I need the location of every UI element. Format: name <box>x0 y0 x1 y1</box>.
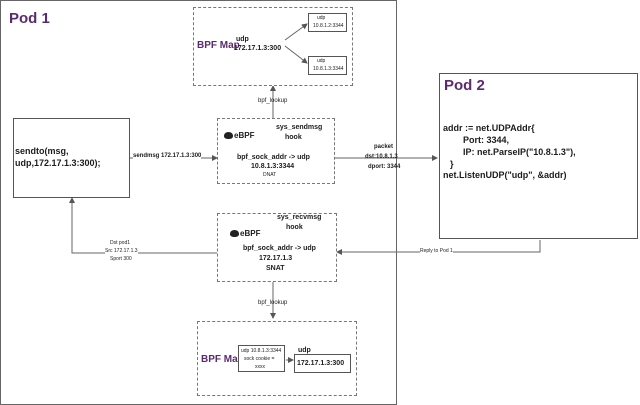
bpf-map-bottom-key: udp 10.8.1.3:3344 sock cookie = xxxx <box>238 345 285 372</box>
pod2-container <box>439 73 638 239</box>
bpf-map-bottom-label: BPF Map <box>201 354 244 365</box>
recvmsg-hook-box <box>217 213 337 282</box>
packet-dst: dst:10.8.1.3 <box>365 154 398 160</box>
dst-pod1-edge <box>69 197 217 254</box>
pod2-code-2: Port: 3344, <box>463 135 510 145</box>
packet-label: packet <box>374 144 394 150</box>
bee-icon <box>230 230 239 238</box>
recvmsg-body-2: 172.17.1.3 <box>259 255 293 262</box>
sendmsg-label: sendmsg 172.17.1.3:300 <box>133 153 202 159</box>
bpf-map-top-key-addr: 172.17.1.3:300 <box>234 45 282 52</box>
dst-pod1-label-1: Dst pod1 <box>110 240 131 246</box>
bpf-map-top-entry-2: udp 10.8.1.3:3344 <box>308 56 347 75</box>
sendmsg-hook-word: hook <box>285 134 302 141</box>
entry-1-proto: udp <box>317 15 326 21</box>
bpf-map-top-entry-1: udp 10.8.1.2:3344 <box>308 13 347 32</box>
recvmsg-body-1: bpf_sock_addr -> udp <box>243 245 316 252</box>
bottom-key-line-1: udp 10.8.1.3:3344 <box>241 348 282 354</box>
recvmsg-hook-word: hook <box>286 224 303 231</box>
bpf-map-bottom-value <box>294 354 351 373</box>
bottom-key-line-2: sock cookie = <box>244 356 275 362</box>
entry-1-addr: 10.8.1.2:3344 <box>313 23 344 29</box>
recvmsg-ebpf-logo: eBPF <box>230 229 260 238</box>
sendmsg-hook-name: sys_sendmsg <box>276 124 323 131</box>
bottom-value-addr: 172.17.1.3:300 <box>297 360 345 367</box>
entry-2-addr: 10.8.1.3:3344 <box>313 66 344 72</box>
bpf-map-top-key-proto: udp <box>236 36 249 43</box>
sendmsg-body-2: 10.8.1.3:3344 <box>251 163 295 170</box>
pod2-code-4: } <box>450 159 454 169</box>
packet-dport: dport: 3344 <box>368 164 401 170</box>
ebpf-text: eBPF <box>240 229 261 238</box>
sendmsg-body-1: bpf_sock_addr -> udp <box>237 154 310 161</box>
entry-2-proto: udp <box>317 58 326 64</box>
bpf-lookup-top-label: bpf_lookup <box>258 98 288 104</box>
reply-edge <box>336 240 541 255</box>
sendmsg-ebpf-logo: eBPF <box>224 131 254 140</box>
bpf-map-top-label: BPF Map <box>197 40 240 51</box>
bottom-value-proto: udp <box>298 347 311 354</box>
bee-icon <box>224 132 233 140</box>
app-code-line-1: sendto(msg, <box>15 146 69 156</box>
recvmsg-body-3: SNAT <box>266 265 285 272</box>
bottom-key-line-3: xxxx <box>255 364 265 370</box>
pod1-title: Pod 1 <box>9 10 50 27</box>
app-code-line-2: udp,172.17.1.3:300); <box>15 158 101 168</box>
pod2-code-5: net.ListenUDP("udp", &addr) <box>443 170 567 180</box>
dst-pod1-label-2: Src 172.17.1.3 <box>105 248 138 254</box>
sendmsg-hook-box <box>217 118 335 184</box>
reply-label: Reply to Pod 1 <box>420 248 453 254</box>
ebpf-text: eBPF <box>234 131 255 140</box>
recvmsg-hook-name: sys_recvmsg <box>277 214 322 221</box>
pod2-code-1: addr := net.UDPAddr{ <box>443 123 535 133</box>
sendmsg-body-3: DNAT <box>263 172 277 178</box>
app-box <box>13 118 130 198</box>
pod2-title: Pod 2 <box>444 77 485 94</box>
bpf-lookup-bottom-label: bpf_lookup <box>258 300 288 306</box>
pod2-code-3: IP: net.ParseIP("10.8.1.3"), <box>463 147 576 157</box>
dst-pod1-label-3: Sport 300 <box>110 256 132 262</box>
